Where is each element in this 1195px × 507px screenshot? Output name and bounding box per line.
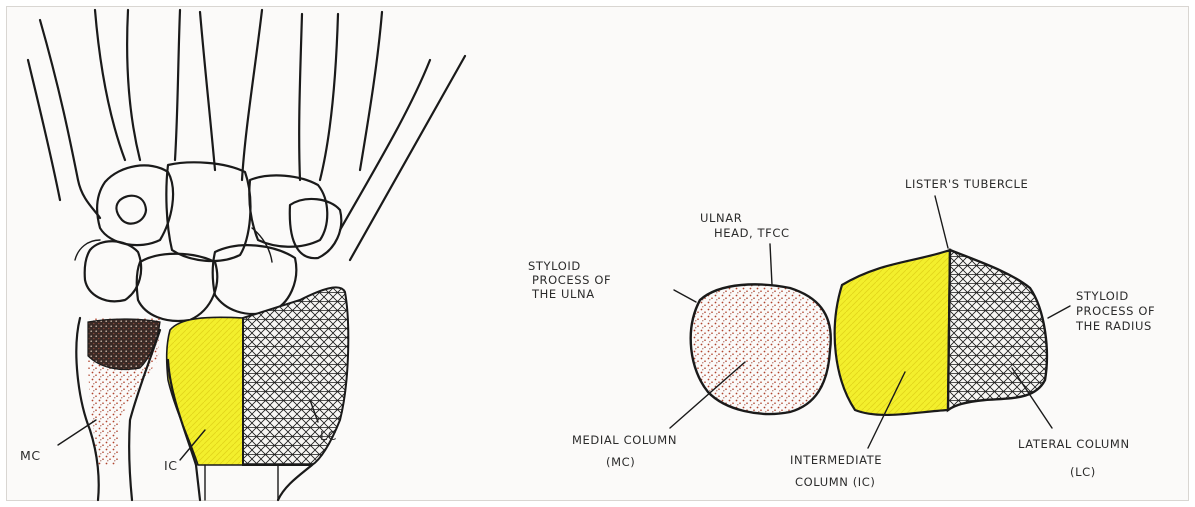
metacarpal-line <box>175 10 180 160</box>
label-styloid-radius-2: PROCESS OF <box>1076 304 1155 318</box>
metacarpal-line <box>95 10 125 160</box>
metacarpal-line <box>242 10 262 180</box>
label-lateral-column-1: LATERAL COLUMN <box>1018 437 1130 451</box>
metacarpal-line <box>340 60 430 230</box>
metacarpal-line <box>350 56 465 260</box>
label-intermediate-column-1: INTERMEDIATE <box>790 453 882 467</box>
intermediate-column-shape <box>835 250 950 415</box>
carpal-bone-lunate <box>137 254 218 321</box>
label-left-lc: LC <box>320 428 337 443</box>
label-listers-tubercle: LISTER'S TUBERCLE <box>905 177 1028 191</box>
label-medial-column-2: (MC) <box>606 455 635 469</box>
label-left-mc: MC <box>20 448 41 463</box>
wrist-skeleton-drawing <box>28 10 465 500</box>
label-lateral-column-2: (LC) <box>1070 465 1096 479</box>
label-ulnar-head-1: ULNAR <box>700 211 742 225</box>
medial-column-shape <box>691 284 831 414</box>
radius-intermediate-column <box>167 317 243 465</box>
label-styloid-radius-3: THE RADIUS <box>1075 319 1152 333</box>
metacarpal-line <box>127 10 140 160</box>
label-styloid-radius-1: STYLOID <box>1076 289 1129 303</box>
carpal-bone-hamate <box>97 165 173 245</box>
metacarpal-line <box>299 14 302 180</box>
carpal-hook <box>116 196 146 224</box>
label-medial-column-1: MEDIAL COLUMN <box>572 433 677 447</box>
carpal-bone-trapezium <box>290 199 342 258</box>
metacarpal-line <box>360 12 382 170</box>
leader-styloid-ulna <box>674 290 696 302</box>
lateral-column-shape <box>948 250 1047 410</box>
label-styloid-ulna-2: PROCESS OF <box>532 273 611 287</box>
label-ulnar-head-2: HEAD, TFCC <box>714 226 790 240</box>
carpal-bone-triquetrum <box>85 241 141 301</box>
label-styloid-ulna-3: THE ULNA <box>531 287 595 301</box>
metacarpal-line <box>320 14 338 180</box>
leader-styloid-radius <box>1048 306 1070 318</box>
metacarpal-line <box>200 12 215 170</box>
metacarpal-line <box>40 20 100 218</box>
leader-listers <box>935 196 948 248</box>
label-left-ic: IC <box>164 458 178 473</box>
label-intermediate-column-2: COLUMN (IC) <box>795 475 876 489</box>
radius-shaft <box>205 465 278 500</box>
radius-outline-lateral <box>278 465 312 500</box>
label-styloid-ulna-1: STYLOID <box>528 259 581 273</box>
carpal-bone-scaphoid <box>213 245 297 314</box>
leader-ulnar-head <box>770 244 772 285</box>
